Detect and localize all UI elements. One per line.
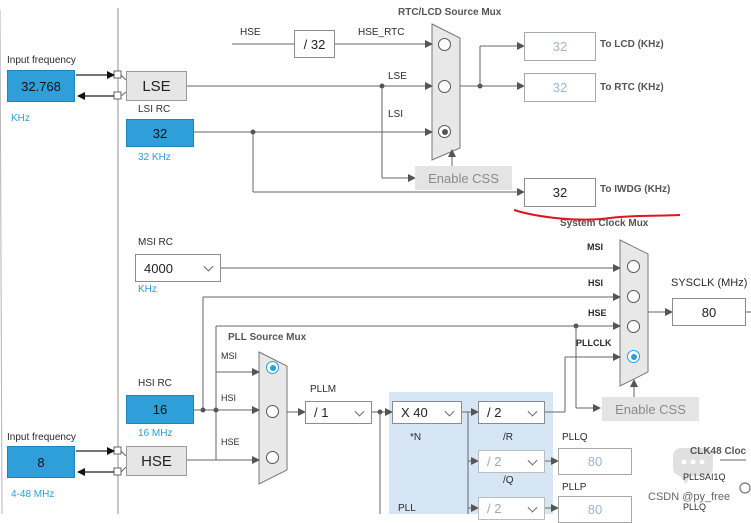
sysclk-label: SYSCLK (MHz) <box>671 277 748 289</box>
sysclk-input-pllclk: PLLCLK <box>576 338 612 348</box>
lse-input-frequency-label: Input frequency <box>7 55 76 66</box>
annotation-underline <box>513 209 681 221</box>
pll-input-hsi: HSI <box>221 393 237 403</box>
to-rtc-label: To RTC (KHz) <box>600 82 664 93</box>
msi-rc-unit: KHz <box>138 284 157 295</box>
sysclk-input-hsi: HSI <box>588 278 604 288</box>
sysclk-radio-msi[interactable] <box>627 260 640 273</box>
watermark-text: CSDN @py_free <box>648 491 731 503</box>
chevron-down-icon <box>203 261 214 272</box>
pllp-select-value: / 2 <box>487 501 502 516</box>
rtc-mux-radio-lsi[interactable] <box>438 125 451 138</box>
hse-rtc-label: HSE_RTC <box>358 27 405 38</box>
lse-line-label: LSE <box>388 71 407 82</box>
sysclk-radio-hsi[interactable] <box>627 290 640 303</box>
sysclk-mux-shape <box>619 239 649 387</box>
pll-source-radio-hsi[interactable] <box>266 405 279 418</box>
hse-block: HSE <box>126 446 187 476</box>
hsi-rc-label: HSI RC <box>138 378 172 389</box>
rtc-mux-radio-lse[interactable] <box>438 80 451 93</box>
pllp-output-value: 80 <box>558 496 632 523</box>
watermark-logo <box>673 448 713 484</box>
plln-label: *N <box>410 432 422 443</box>
sysclk-radio-hse[interactable] <box>627 320 640 333</box>
pllq-select-value: / 2 <box>487 454 502 469</box>
pllq-output-label: PLLQ <box>562 432 588 443</box>
to-lcd-value: 32 <box>524 32 596 61</box>
lsi-rc-unit: 32 KHz <box>138 152 171 163</box>
chevron-down-icon <box>527 455 538 466</box>
pllr-select[interactable]: / 2 <box>478 401 545 424</box>
chevron-down-icon <box>354 406 365 417</box>
hsi-rc-value: 16 <box>126 395 194 424</box>
rtc-mux-title: RTC/LCD Source Mux <box>398 7 502 18</box>
pll-source-radio-hse[interactable] <box>266 451 279 464</box>
msi-rc-select[interactable]: 4000 <box>135 254 221 282</box>
pll-input-msi: MSI <box>221 351 238 361</box>
lsi-line-label: LSI <box>388 109 404 120</box>
clk48-input-pllsai1q: PLLSAI1Q <box>683 472 726 482</box>
pllm-select-value: / 1 <box>314 405 329 420</box>
to-iwdg-label: To IWDG (KHz) <box>600 184 671 195</box>
clk48-input-pllq: PLLQ <box>683 502 707 512</box>
hsi-rc-unit: 16 MHz <box>138 428 173 439</box>
pllr-label: /R <box>503 432 513 443</box>
lsi-rc-label: LSI RC <box>138 104 171 115</box>
hse-label: HSE <box>240 27 261 38</box>
pllm-select[interactable]: / 1 <box>305 401 372 424</box>
pll-source-mux-shape <box>258 351 288 485</box>
pllq-select[interactable]: / 2 <box>478 450 545 473</box>
to-iwdg-value: 32 <box>524 178 596 207</box>
chevron-down-icon <box>444 406 455 417</box>
chevron-down-icon <box>527 406 538 417</box>
pllp-select[interactable]: / 2 <box>478 497 545 520</box>
pllr-select-value: / 2 <box>487 405 502 420</box>
pllp-output-label: PLLP <box>562 482 587 493</box>
msi-rc-select-value: 4000 <box>144 260 173 276</box>
clk48-title: CLK48 Cloc <box>690 446 747 457</box>
lse-unit-label: KHz <box>11 113 30 124</box>
to-lcd-label: To LCD (KHz) <box>600 39 664 50</box>
lse-block: LSE <box>126 71 187 101</box>
pllm-label: PLLM <box>310 384 337 395</box>
pll-source-radio-msi[interactable] <box>266 361 279 374</box>
rtc-mux-radio-hse[interactable] <box>438 38 451 51</box>
plln-select[interactable]: X 40 <box>392 401 462 424</box>
rtc-divider-box[interactable]: / 32 <box>294 30 335 58</box>
hse-unit-label: 4-48 MHz <box>11 489 55 500</box>
pllq-output-value: 80 <box>558 448 632 475</box>
rtc-enable-css-button[interactable]: Enable CSS <box>415 166 512 190</box>
sysclk-input-msi: MSI <box>587 242 604 252</box>
lsi-rc-value: 32 <box>126 119 194 147</box>
hse-input-frequency-field[interactable]: 8 <box>7 446 75 478</box>
chevron-down-icon <box>527 502 538 513</box>
pll-input-hse: HSE <box>221 437 240 447</box>
pll-label: PLL <box>398 503 416 514</box>
sysclk-radio-pllclk[interactable] <box>627 350 640 363</box>
system-clock-mux-title: System Clock Mux <box>560 218 649 229</box>
msi-rc-label: MSI RC <box>138 237 173 248</box>
sysclk-value-field[interactable]: 80 <box>672 298 746 326</box>
hse-input-frequency-label: Input frequency <box>7 432 76 443</box>
lse-input-frequency-field[interactable]: 32.768 <box>7 70 75 102</box>
sysclk-input-hse: HSE <box>588 308 607 318</box>
sysclk-enable-css-button[interactable]: Enable CSS <box>602 397 699 421</box>
plln-select-value: X 40 <box>401 405 428 420</box>
pllq-divider-label: /Q <box>503 475 514 486</box>
to-rtc-value: 32 <box>524 73 596 102</box>
pll-source-mux-title: PLL Source Mux <box>228 332 307 343</box>
